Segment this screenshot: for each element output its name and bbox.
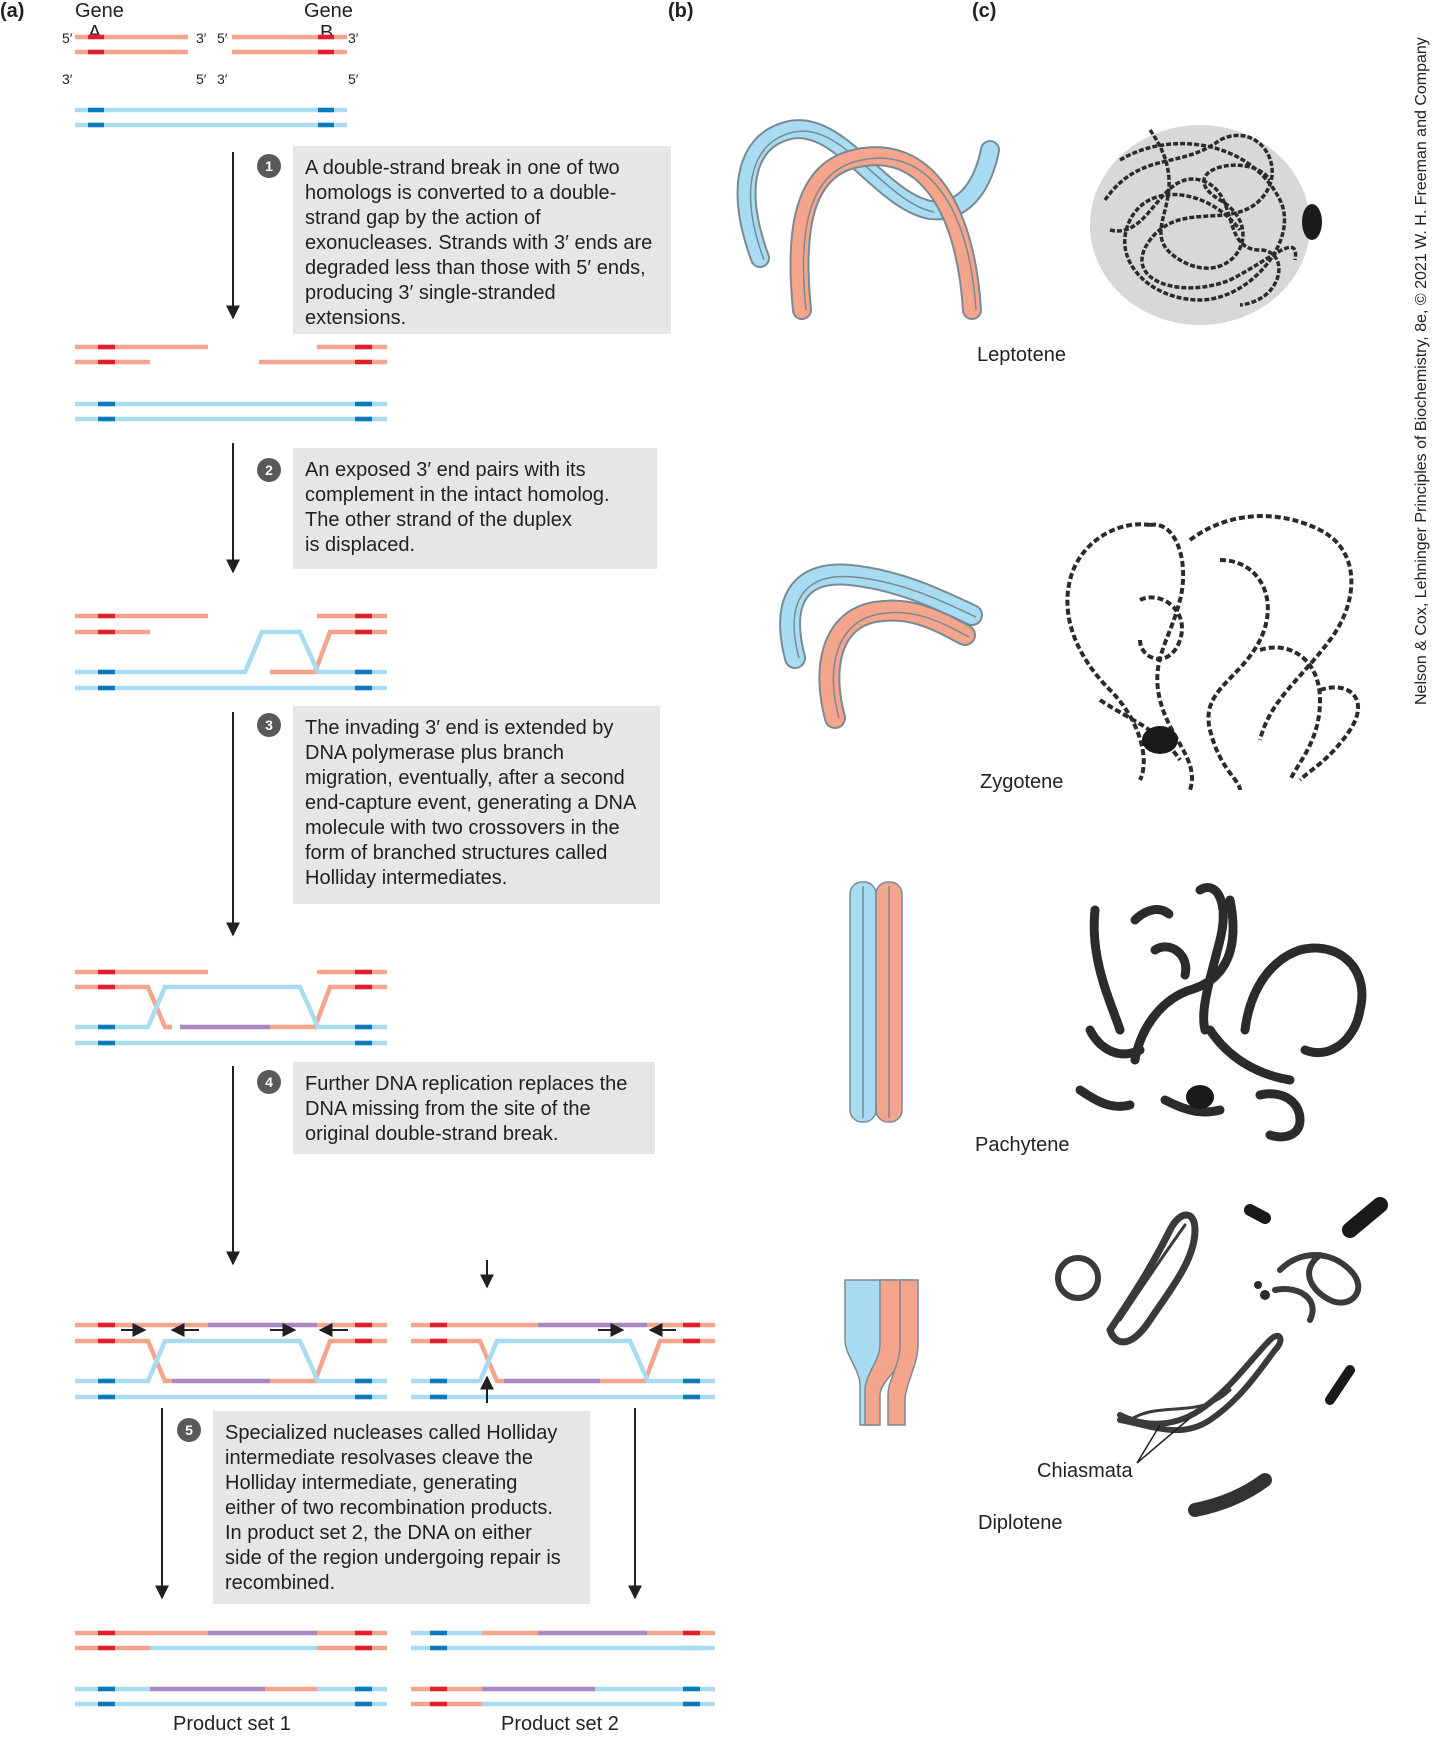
end-label-5prime-top-mid: 5′: [217, 30, 228, 46]
step-2-badge: 2: [257, 458, 281, 482]
step-3-badge: 3: [257, 713, 281, 737]
end-label-3prime-bot-left: 3′: [62, 71, 73, 87]
step-1-badge: 1: [257, 154, 281, 178]
end-label-5prime-top-left: 5′: [62, 30, 73, 46]
dna-stage-initial: [75, 34, 347, 128]
zygotene-chromosome-drawing: [779, 563, 983, 729]
end-label-5prime-bot-mid: 5′: [196, 71, 207, 87]
flow-arrows: [121, 152, 676, 1600]
publisher-credit: Nelson & Cox, Lehninger Principles of Bi…: [1413, 37, 1430, 705]
stage-label-chiasmata: Chiasmata: [1037, 1460, 1133, 1482]
leptotene-micrograph: [1090, 125, 1322, 325]
end-label-3prime-top-right: 3′: [348, 30, 359, 46]
dna-stage-resolve-2: [411, 1322, 715, 1400]
gene-b-word: Gene: [304, 0, 353, 22]
zygotene-micrograph: [1065, 514, 1361, 791]
step-2-box: An exposed 3′ end pairs with its complem…: [293, 448, 657, 569]
step-4-badge: 4: [257, 1070, 281, 1094]
step-5-badge: 5: [177, 1418, 201, 1442]
end-label-5prime-bot-right: 5′: [348, 71, 359, 87]
pachytene-micrograph: [1075, 883, 1367, 1142]
end-label-3prime-top-mid: 3′: [196, 30, 207, 46]
product-set-1-label: Product set 1: [173, 1713, 291, 1735]
step-4-box: Further DNA replication replaces the DNA…: [293, 1062, 655, 1154]
dna-product-set-1: [75, 1630, 387, 1707]
dna-stage-resolve-1: [75, 1322, 387, 1400]
diplotene-micrograph: [1055, 1197, 1388, 1517]
dna-stage-invasion: [75, 613, 387, 691]
product-set-2-label: Product set 2: [501, 1713, 619, 1735]
panel-label-c: (c): [972, 0, 997, 22]
step-1-box: A double-strand break in one of two homo…: [293, 146, 671, 334]
stage-label-pachytene: Pachytene: [975, 1134, 1070, 1156]
panel-label-a: (a): [0, 0, 25, 22]
end-label-3prime-bot-mid: 3′: [217, 71, 228, 87]
gene-a-word: Gene: [75, 0, 124, 22]
stage-label-leptotene: Leptotene: [977, 344, 1066, 366]
diplotene-chromosome-drawing: [844, 1279, 919, 1426]
stage-label-diplotene: Diplotene: [978, 1512, 1063, 1534]
chiasmata-pointer: [1136, 1417, 1191, 1464]
step-3-box: The invading 3′ end is extended by DNA p…: [293, 706, 660, 904]
step-5-box: Specialized nucleases called Holliday in…: [213, 1411, 590, 1604]
panel-label-b: (b): [668, 0, 694, 22]
dna-stage-holliday: [75, 969, 387, 1046]
leptotene-chromosome-drawing: [736, 119, 1000, 320]
dna-product-set-2: [411, 1630, 715, 1707]
pachytene-chromosome-drawing: [849, 881, 903, 1123]
stage-label-zygotene: Zygotene: [980, 771, 1064, 793]
dna-stage-gap: [75, 344, 387, 422]
